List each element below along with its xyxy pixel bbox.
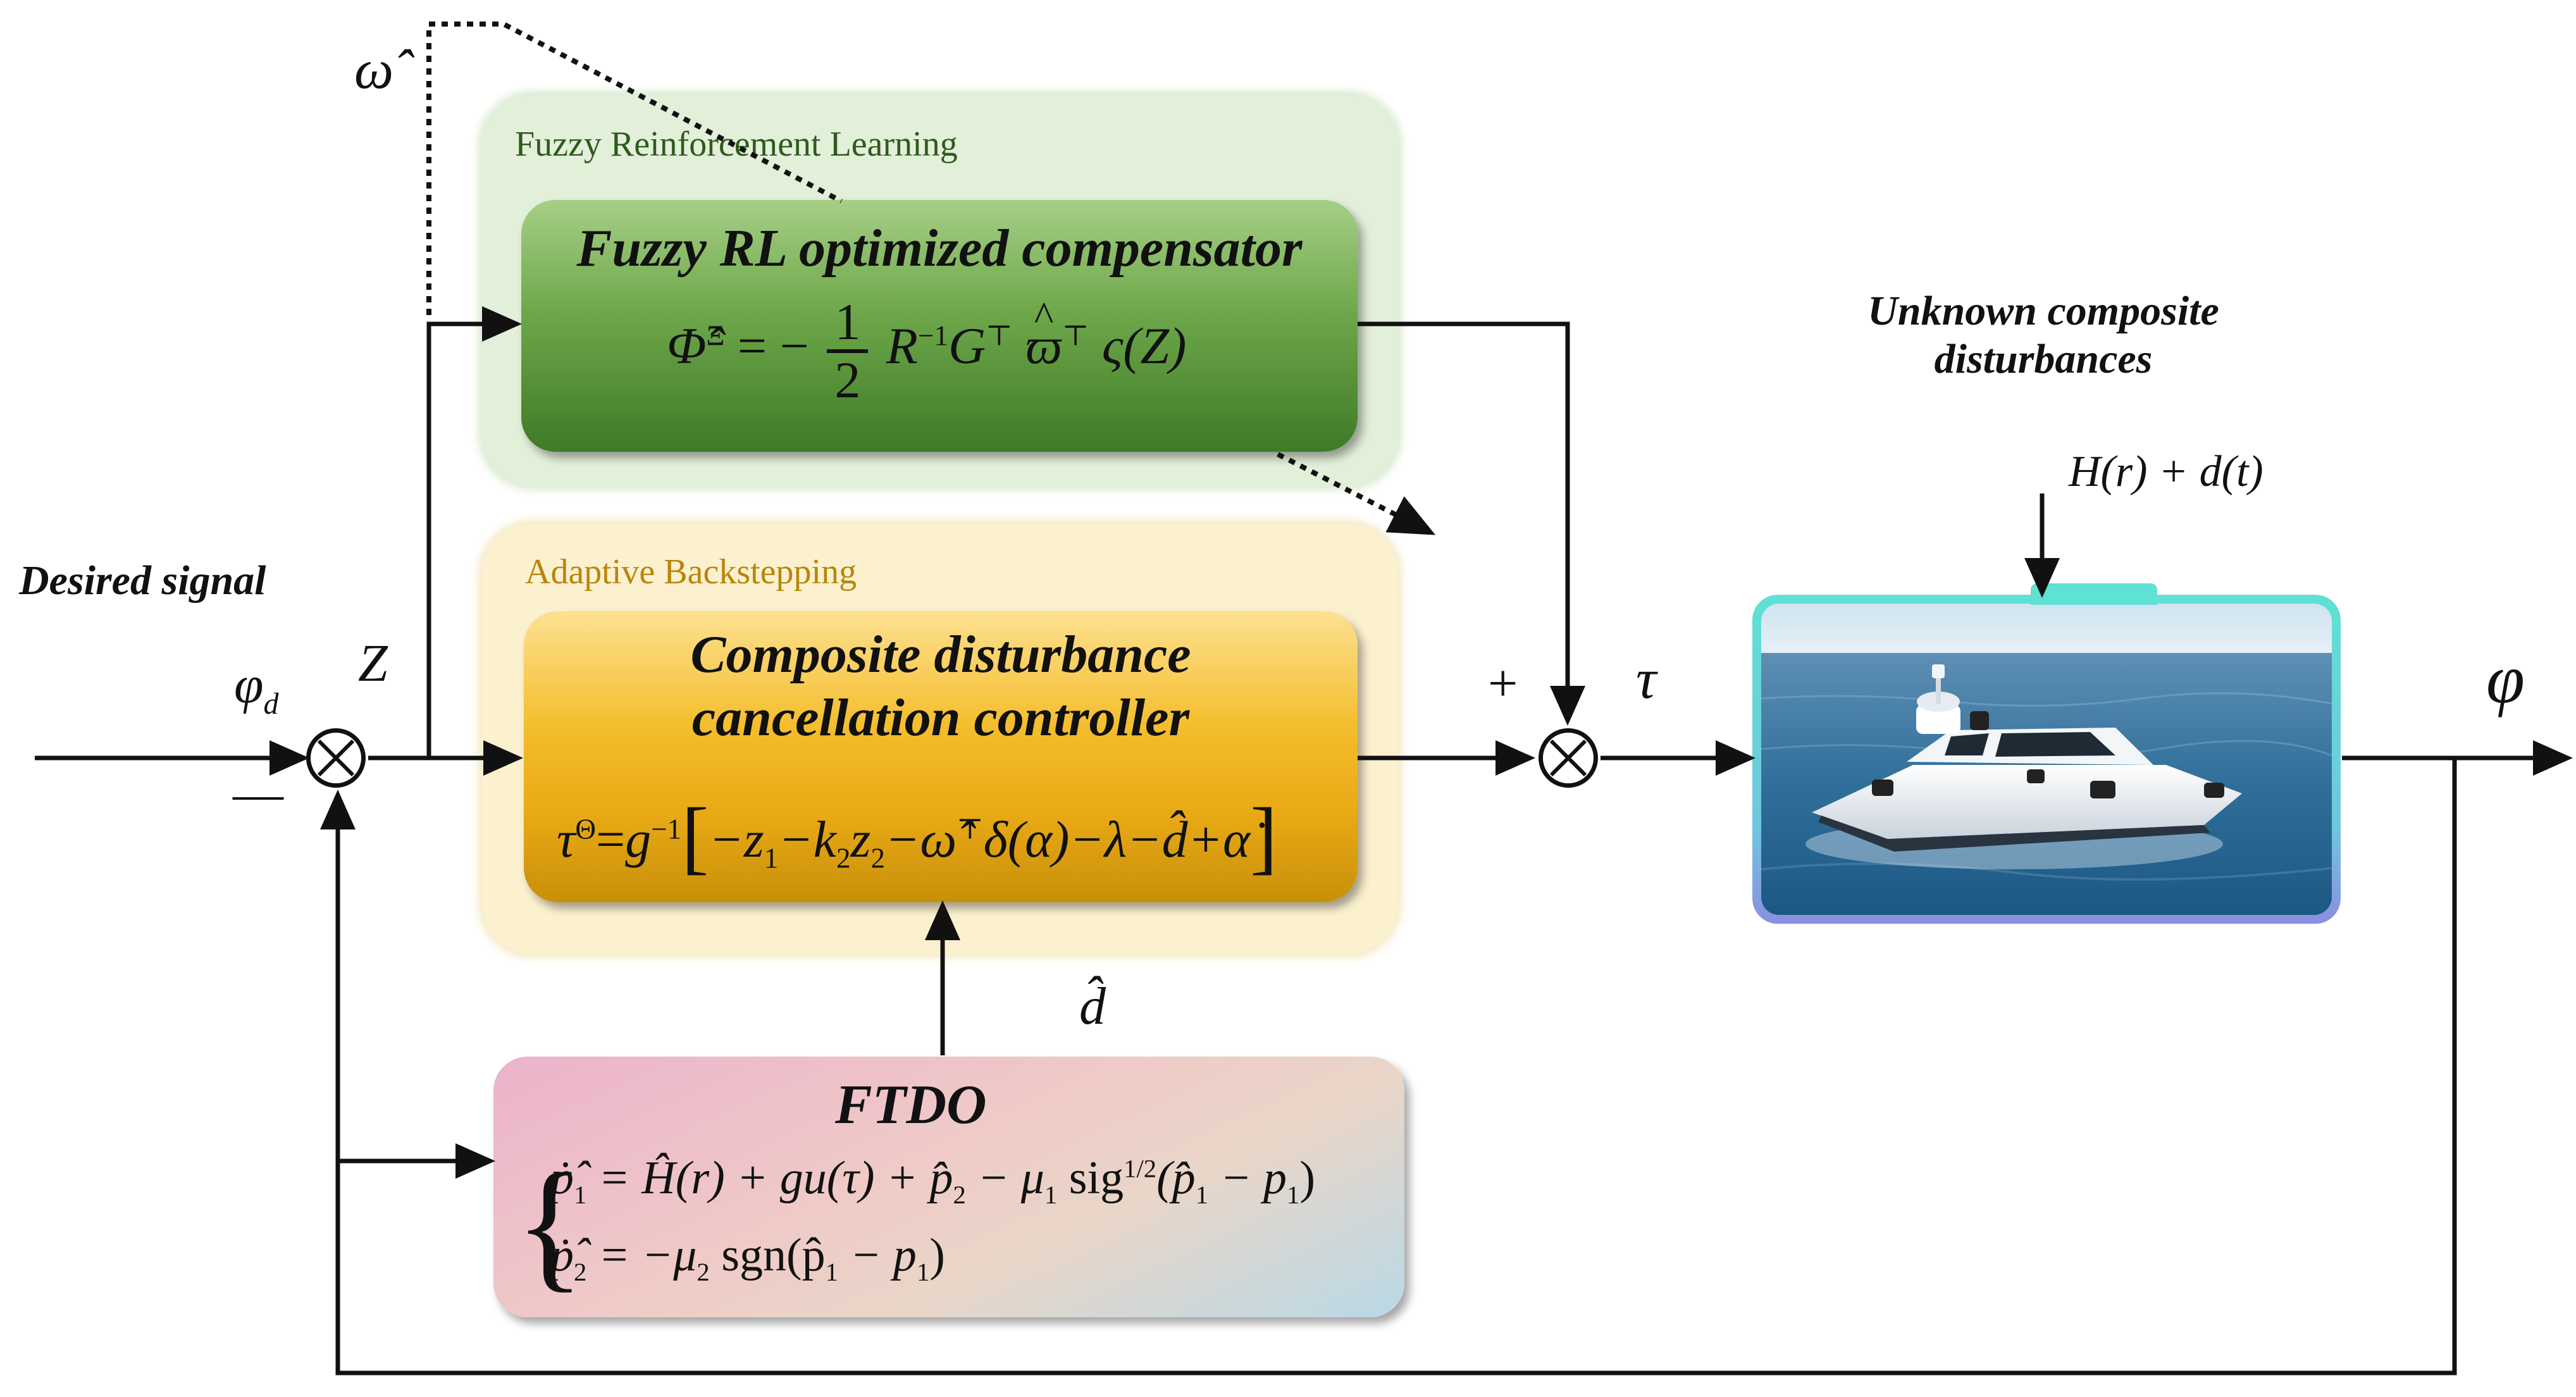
- controller-eq-z1-sub: 1: [764, 842, 779, 874]
- omega-hat-label: ω̂: [354, 39, 394, 101]
- phi-d-sub: d: [263, 686, 279, 721]
- wire-feedback: [320, 758, 2457, 1375]
- ftdo-l1-rhs3: (p̂: [1156, 1152, 1196, 1204]
- ftdo-equation-line2: ṗ̂2 = −μ2 sgn(p̂1 − p1): [550, 1229, 945, 1287]
- ftdo-l2-p: ṗ̂: [550, 1229, 574, 1281]
- compensator-title: Fuzzy RL optimized compensator: [576, 219, 1303, 278]
- compensator-eq-frac-num: 1: [827, 294, 869, 354]
- adaptive-backstepping-panel-title: Adaptive Backstepping: [525, 552, 857, 592]
- controller-eq-lhs: τ: [557, 810, 576, 868]
- controller-eq-body: −z: [709, 810, 764, 868]
- compensator-eq-G-sup: ⊤: [986, 320, 1013, 352]
- ftdo-l2-p-sub: 2: [574, 1257, 587, 1286]
- compensator-eq-fraction: 1 2: [827, 294, 869, 409]
- controller-eq-w-sup: ⊤: [957, 813, 984, 845]
- ftdo-l1-p: ṗ̂: [550, 1152, 574, 1204]
- ftdo-block: FTDO { ṗ̂1 = Ĥ(r) + gu(τ) + p̂2 − μ1 sig…: [493, 1057, 1404, 1317]
- ftdo-l1-p1-sub: 1: [1287, 1180, 1300, 1209]
- ftdo-title: FTDO: [835, 1074, 987, 1136]
- phi-d-symbol: φ: [234, 655, 264, 714]
- tau-label: τ: [1636, 648, 1657, 711]
- ftdo-l1-mu-sub: 1: [1044, 1180, 1058, 1209]
- wire-z-to-compensator: [426, 306, 522, 758]
- ftdo-l2-mu-sub: 2: [697, 1257, 710, 1286]
- boat-plant-frame: [1752, 583, 2341, 924]
- controller-eq-z: z: [850, 810, 871, 868]
- disturbance-expression: H(r) + d(t): [2069, 447, 2263, 496]
- ftdo-equation-line1: ṗ̂1 = Ĥ(r) + gu(τ) + p̂2 − μ1 sig1/2(p̂1…: [550, 1152, 1315, 1210]
- fuzzy-rl-compensator-block: Fuzzy RL optimized compensator Φ̂Ξ = − 1…: [521, 200, 1358, 452]
- compensator-eq-varpi-sup: ⊤: [1062, 320, 1089, 352]
- controller-title-line2: cancellation controller: [691, 688, 1190, 747]
- compensator-eq-equals: = −: [737, 316, 809, 375]
- d-hat-label: d̂: [1079, 977, 1106, 1036]
- minus-sign-label: —: [233, 766, 283, 822]
- compensator-eq-R-sup: −1: [918, 320, 948, 352]
- ftdo-l1-rhs4: − p: [1220, 1152, 1287, 1204]
- ftdo-l1-p2-sub: 2: [953, 1180, 966, 1209]
- controller-eq-g-sup: −1: [651, 813, 682, 845]
- ftdo-l2-close: ): [929, 1229, 945, 1281]
- controller-eq-equals: =: [595, 810, 626, 868]
- wire-compensator-to-sum: [1358, 321, 1585, 726]
- compensator-eq-tail: ς(Z): [1101, 316, 1187, 375]
- ftdo-l1-rhs1: = Ĥ(r) + gu(τ) + p̂: [598, 1152, 953, 1204]
- compensator-equation: Φ̂Ξ = − 1 2 R−1G⊤ ϖ⊤ ς(Z): [667, 294, 1187, 409]
- ftdo-l2-p1-sub: 1: [916, 1257, 930, 1286]
- fuzzy-rl-panel-title: Fuzzy Reinforcement Learning: [515, 125, 958, 164]
- z-label: Z: [358, 634, 388, 693]
- ftdo-l2-pp-sub: 1: [825, 1257, 838, 1286]
- summing-junction-tau: [1539, 728, 1598, 788]
- compensator-eq-G: G: [948, 316, 986, 375]
- right-bracket: ]: [1250, 792, 1278, 883]
- disturbance-title-line2: disturbances: [1934, 336, 2153, 382]
- ftdo-l1-p-sub: 1: [574, 1180, 587, 1209]
- boat-image: [1761, 604, 2332, 915]
- controller-eq-g: g: [625, 810, 652, 868]
- ftdo-l1-close: ): [1299, 1152, 1316, 1204]
- compensator-eq-varpi: ϖ: [1025, 316, 1062, 376]
- ftdo-l2-sgn: sgn(p̂: [709, 1229, 826, 1281]
- phi-output-label: φ: [2486, 640, 2525, 717]
- ftdo-l2-rhs1: = −μ: [598, 1229, 697, 1281]
- disturbance-title: Unknown composite disturbances: [1822, 287, 2265, 383]
- controller-eq-minus-w: −ω̂: [885, 810, 957, 868]
- summing-junction-error: [306, 728, 366, 788]
- disturbance-cancellation-controller-block: Composite disturbance cancellation contr…: [524, 611, 1358, 902]
- controller-eq-minus-k: −k: [778, 810, 836, 868]
- controller-equation: τΘ=g−1[−z1−k2z2−ω̂⊤δ(α)−λ−d̂+α̇]: [557, 790, 1277, 885]
- wire-omega-hat-dotted: [426, 22, 843, 315]
- desired-signal-label: Desired signal: [19, 557, 266, 604]
- controller-eq-plus: +α̇: [1187, 810, 1251, 868]
- compensator-eq-lhs-sup: Ξ: [706, 320, 725, 352]
- compensator-eq-R: R: [886, 316, 919, 375]
- phi-d-label: φd: [234, 654, 278, 721]
- compensator-eq-lhs: Φ̂: [667, 316, 707, 375]
- plus-sign-label: +: [1488, 654, 1518, 713]
- compensator-eq-frac-den: 2: [834, 351, 861, 409]
- controller-eq-lhs-sup: Θ: [575, 813, 596, 845]
- ftdo-l1-sig: sig: [1057, 1152, 1124, 1204]
- wire-omega-hat-diagonal-dotted: [1277, 452, 1436, 535]
- controller-eq-dhat: d̂: [1161, 810, 1188, 868]
- controller-eq-z2-sub: 2: [870, 842, 886, 874]
- ftdo-l1-pp-sub: 1: [1195, 1180, 1209, 1209]
- ftdo-l1-sig-sup: 1/2: [1124, 1154, 1157, 1183]
- disturbance-title-line1: Unknown composite: [1867, 288, 2219, 334]
- ftdo-l1-rhs2: − μ: [977, 1152, 1044, 1204]
- controller-title-line1: Composite disturbance: [690, 625, 1191, 684]
- ftdo-l2-rhs2: − p: [850, 1229, 917, 1281]
- ftdo-brace: {: [515, 1143, 585, 1305]
- left-bracket: [: [681, 792, 709, 883]
- controller-eq-delta: δ(α)−λ−: [983, 810, 1162, 868]
- controller-eq-k2-sub: 2: [836, 842, 851, 874]
